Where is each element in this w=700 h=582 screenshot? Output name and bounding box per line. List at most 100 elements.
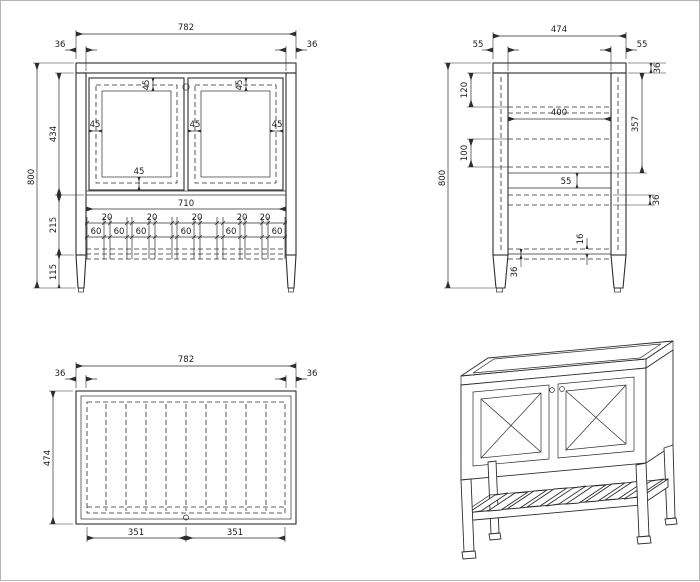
dim-front-overall-width: 782 — [178, 23, 194, 33]
front-right-leg — [285, 254, 297, 289]
iso-left-door-cross — [480, 392, 542, 459]
front-view-geometry — [75, 62, 297, 293]
dim-side-mid-rail-offset: 100 — [460, 145, 470, 161]
isometric-view — [460, 340, 678, 560]
dim-side-rail-thickness: 36 — [652, 195, 662, 206]
dim-side-shelf-offset: 357 — [631, 116, 641, 132]
dim-front-slat-gap: 20 — [102, 213, 113, 223]
side-back-post — [610, 72, 627, 256]
iso-top-rim-inner — [472, 343, 662, 374]
dim-side-support-height: 36 — [510, 267, 520, 278]
dim-top-rim-left: 36 — [55, 369, 66, 379]
top-view-dimensions: 782 36 36 474 351 351 — [43, 355, 317, 542]
front-slat-dim-ticks-row1 — [84, 220, 288, 226]
iso-front-right-leg — [635, 462, 650, 538]
top-hidden-slats — [105, 404, 267, 511]
front-right-door-panel — [200, 90, 271, 178]
iso-front-left-leg — [460, 478, 475, 553]
dim-front-slat-width: 60 — [272, 227, 283, 237]
iso-slat — [467, 492, 509, 514]
side-view-geometry — [492, 62, 627, 293]
iso-slat — [525, 487, 569, 508]
side-rails — [508, 172, 611, 255]
top-view: 782 36 36 474 351 351 — [43, 355, 317, 542]
dim-front-45-mid-right: 45 — [272, 120, 283, 130]
front-slat-edges — [86, 217, 286, 259]
dim-front-slat-gap: 20 — [237, 213, 248, 223]
iso-right-door — [557, 376, 635, 459]
iso-front-left-foot — [461, 550, 477, 560]
front-left-foot — [78, 287, 84, 293]
dim-front-overall-height: 800 — [27, 169, 37, 185]
dim-side-overall-height: 800 — [438, 170, 448, 186]
iso-slat — [564, 484, 608, 505]
dim-front-slat-width: 60 — [114, 227, 125, 237]
dim-side-inner-span: 400 — [551, 108, 567, 118]
dim-front-slat-gap: 20 — [147, 213, 158, 223]
dim-side-post-width-front: 55 — [473, 40, 484, 50]
top-inner-rim — [80, 395, 292, 520]
dim-front-slat-width: 60 — [91, 227, 102, 237]
iso-back-right-foot — [664, 517, 678, 526]
dim-side-upper-rail-offset: 120 — [460, 82, 470, 98]
front-left-door — [88, 77, 185, 191]
front-right-foot — [288, 287, 294, 293]
dim-front-45-top-right: 45 — [235, 80, 245, 91]
top-view-geometry — [75, 390, 297, 525]
dim-front-slat-gap: 20 — [192, 213, 203, 223]
side-post-hidden-edges — [500, 77, 619, 251]
front-slat-dim-lines — [85, 222, 287, 238]
dim-front-upper-section: 434 — [49, 126, 59, 142]
dim-front-slat-width: 60 — [136, 227, 147, 237]
front-right-door-hidden-frame — [194, 84, 277, 184]
front-extension-lines — [33, 30, 297, 289]
iso-left-knob — [549, 387, 555, 393]
iso-front-right-foot — [636, 535, 652, 545]
iso-slat — [486, 491, 530, 512]
dim-side-post-width-back: 55 — [637, 40, 648, 50]
front-top-slab — [75, 62, 297, 74]
dim-front-side-thickness-left: 36 — [55, 40, 66, 50]
top-knob-circle — [183, 514, 189, 521]
iso-right-door-cross — [565, 384, 627, 451]
top-extension-lines — [49, 362, 297, 542]
dim-front-middle-section: 215 — [49, 217, 59, 233]
side-front-leg — [492, 254, 509, 289]
iso-slat — [583, 482, 627, 503]
dim-side-overall-depth: 474 — [551, 25, 567, 35]
front-left-door-hidden-frame — [95, 84, 178, 184]
top-outer-outline — [75, 390, 297, 525]
dim-top-overall-width: 782 — [178, 355, 194, 365]
dim-front-slat-gap: 20 — [260, 213, 271, 223]
dim-front-leg-height: 115 — [49, 264, 59, 280]
dim-front-45-mid-center: 45 — [190, 120, 201, 130]
dim-front-side-thickness-right: 36 — [307, 40, 318, 50]
dim-side-slat-thickness: 16 — [576, 234, 586, 245]
dim-front-inner-width: 710 — [178, 199, 194, 209]
dim-front-45-bottom: 45 — [134, 167, 145, 177]
iso-slat — [505, 489, 549, 510]
iso-left-door — [472, 384, 550, 467]
dim-top-overall-depth: 474 — [43, 450, 53, 466]
front-slat-dim-ticks-row2 — [84, 234, 288, 240]
side-view-dimensions: 474 55 55 36 120 100 800 400 357 55 36 1… — [438, 25, 666, 289]
front-right-door — [187, 77, 284, 191]
dim-front-slat-width: 60 — [181, 227, 192, 237]
side-front-foot — [496, 287, 503, 293]
dim-side-rail-height: 55 — [561, 177, 572, 187]
front-knob-circle — [182, 83, 190, 91]
side-front-post — [492, 72, 509, 256]
side-hidden-rails — [508, 106, 611, 260]
iso-right-knob — [559, 386, 565, 392]
front-left-leg — [75, 254, 87, 289]
dim-top-door-width-right: 351 — [227, 528, 243, 538]
dim-front-45-mid-left: 45 — [90, 120, 101, 130]
dim-front-slat-width: 60 — [226, 227, 237, 237]
front-left-stile — [75, 72, 87, 256]
front-view-dimensions: 782 36 36 800 434 215 115 45 45 45 45 45… — [27, 23, 318, 289]
side-view: 474 55 55 36 120 100 800 400 357 55 36 1… — [438, 25, 666, 293]
iso-back-left-foot — [488, 532, 502, 541]
dim-top-door-width-left: 351 — [128, 528, 144, 538]
